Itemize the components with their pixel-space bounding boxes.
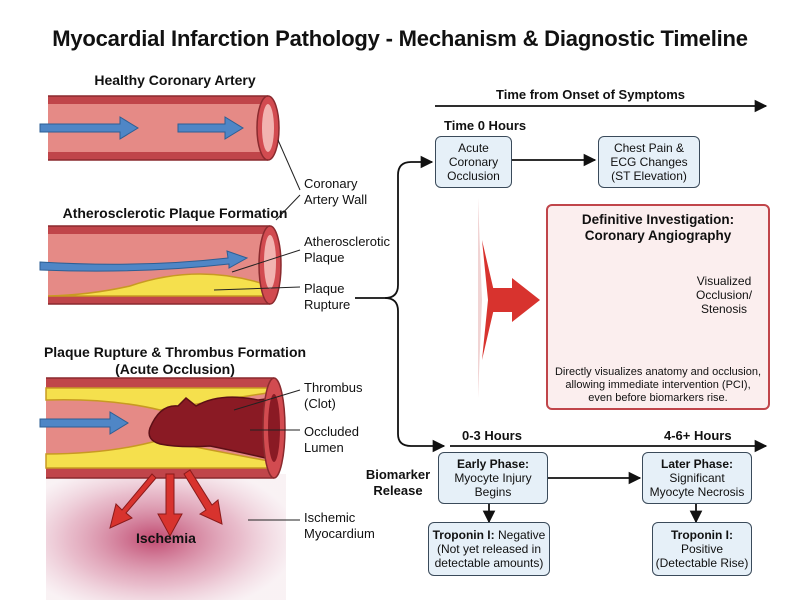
thrombus-shape bbox=[148, 396, 275, 461]
atherosclerotic-artery bbox=[39, 225, 282, 305]
healthy-artery bbox=[39, 95, 280, 161]
early-phase-box: Early Phase: Myocyte Injury Begins bbox=[438, 452, 548, 504]
plaque-formation-title: Atherosclerotic Plaque Formation bbox=[62, 205, 288, 221]
ischemia-arrow bbox=[109, 473, 157, 529]
troponin-positive-box: Troponin I: Positive (Detectable Rise) bbox=[652, 522, 752, 576]
time-onset-label: Time from Onset of Symptoms bbox=[496, 87, 686, 102]
occluded-artery bbox=[39, 377, 286, 600]
troponin-negative-box: Troponin I: Negative (Not yet released i… bbox=[428, 522, 550, 576]
chest-pain-box: Chest Pain & ECG Changes (ST Elevation) bbox=[598, 136, 700, 188]
ischemia-label: Ischemia bbox=[136, 530, 196, 546]
hours-4-6-label: 4-6+ Hours bbox=[664, 428, 732, 443]
red-highlight-arrow bbox=[478, 198, 540, 398]
ischemia-arrow bbox=[157, 473, 183, 538]
flow-arrow bbox=[39, 250, 249, 272]
hours-0-3-label: 0-3 Hours bbox=[462, 428, 522, 443]
later-phase-box: Later Phase: Significant Myocyte Necrosi… bbox=[642, 452, 752, 504]
acute-occlusion-box: Acute Coronary Occlusion bbox=[435, 136, 512, 188]
plaque-shape bbox=[45, 387, 275, 411]
visualized-occlusion-label: Visualized Occlusion/ Stenosis bbox=[696, 274, 753, 316]
thrombus-label: Thrombus(Clot) bbox=[304, 380, 363, 411]
plaque-shape bbox=[47, 273, 271, 297]
investigation-title: Definitive Investigation: Coronary Angio… bbox=[581, 212, 735, 243]
ischemia-arrow bbox=[183, 469, 223, 525]
investigation-panel bbox=[546, 204, 770, 410]
flow-arrow bbox=[177, 116, 244, 140]
flow-arrow bbox=[39, 411, 129, 435]
flow-arrow bbox=[39, 116, 139, 140]
investigation-description: Directly visualizes anatomy and occlusio… bbox=[554, 366, 762, 404]
branch-arrows bbox=[355, 155, 446, 453]
time-zero-label: Time 0 Hours bbox=[444, 118, 527, 133]
healthy-artery-title: Healthy Coronary Artery bbox=[94, 72, 256, 88]
rupture-title: Plaque Rupture & Thrombus Formation (Acu… bbox=[43, 344, 307, 377]
page-title: Myocardial Infarction Pathology - Mechan… bbox=[52, 26, 748, 51]
leader-lines bbox=[213, 139, 301, 521]
